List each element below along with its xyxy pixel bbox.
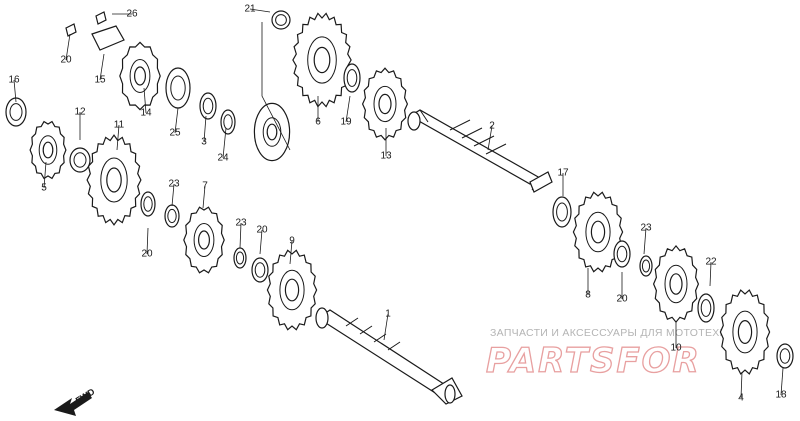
callout-labels: 1234567891011121314151617181920202020212… xyxy=(8,4,787,404)
circlip-23a xyxy=(164,204,180,228)
callout-label-22: 22 xyxy=(705,257,717,268)
bushing-12 xyxy=(69,147,91,173)
circlip-23c xyxy=(639,255,653,277)
mainshaft xyxy=(315,307,463,405)
callout-label-23: 23 xyxy=(235,218,247,229)
leader-line-2 xyxy=(487,125,493,151)
callout-label-20: 20 xyxy=(141,249,153,260)
gear-layer xyxy=(5,10,794,375)
gear-7 xyxy=(183,206,225,274)
leader-lines xyxy=(13,8,784,399)
leader-line-14 xyxy=(143,87,147,114)
callout-label-23: 23 xyxy=(640,223,652,234)
leader-line-15 xyxy=(99,53,105,81)
callout-label-17: 17 xyxy=(557,168,569,179)
leader-line-1 xyxy=(383,313,389,341)
callout-label-16: 16 xyxy=(8,75,20,86)
callout-label-14: 14 xyxy=(140,108,152,119)
callout-label-11: 11 xyxy=(114,120,125,131)
sprocket-14 xyxy=(119,41,161,111)
gear-10 xyxy=(652,244,700,324)
fwd-arrow-icon xyxy=(54,392,92,416)
callout-label-5: 5 xyxy=(41,183,47,194)
leader-line-19 xyxy=(345,95,351,123)
leader-line-21 xyxy=(249,8,271,13)
leader-line-23 xyxy=(239,222,242,249)
callout-label-7: 7 xyxy=(202,181,208,192)
callout-label-1: 1 xyxy=(385,309,391,320)
callout-label-20: 20 xyxy=(616,294,628,305)
gear-4 xyxy=(719,289,771,375)
fwd-label: FWD xyxy=(74,386,97,406)
watermark-caption: ЗАПЧАСТИ И АКСЕССУАРЫ ДЛЯ МОТОТЕХНИКИ xyxy=(490,327,750,339)
bearing-3 xyxy=(199,92,217,120)
washer-20b xyxy=(251,257,269,283)
callout-label-6: 6 xyxy=(315,117,321,128)
callout-label-10: 10 xyxy=(670,343,682,354)
fwd-indicator: FWD xyxy=(54,386,97,416)
leader-line-11 xyxy=(116,124,120,151)
gear-6 xyxy=(292,12,352,108)
callout-label-25: 25 xyxy=(169,128,181,139)
callout-label-3: 3 xyxy=(201,137,207,148)
gear-11 xyxy=(86,134,142,226)
leader-line-3 xyxy=(203,115,207,143)
washer-22 xyxy=(697,293,715,323)
leader-line-20 xyxy=(146,227,149,255)
washer-16 xyxy=(5,97,27,127)
leader-line-23 xyxy=(643,227,647,255)
leader-line-7 xyxy=(202,185,206,209)
leader-line-20 xyxy=(259,229,263,255)
leader-line-25 xyxy=(174,107,179,134)
circlip-24 xyxy=(220,109,236,135)
callout-label-2: 2 xyxy=(489,121,495,132)
callout-label-15: 15 xyxy=(94,75,106,86)
leader-line-16 xyxy=(13,79,17,103)
washer-20a xyxy=(140,191,156,217)
leader-line-5 xyxy=(43,161,47,189)
gear-9 xyxy=(266,249,318,331)
gear-5 xyxy=(29,120,67,180)
callout-label-18: 18 xyxy=(775,390,787,401)
callout-label-21: 21 xyxy=(244,4,256,15)
gear-8 xyxy=(572,191,624,273)
bolt-26 xyxy=(95,11,107,25)
leader-line-9 xyxy=(289,240,293,265)
callout-label-23: 23 xyxy=(168,179,180,190)
bolt-20 xyxy=(65,23,77,37)
bearing-25 xyxy=(165,67,191,109)
callout-label-24: 24 xyxy=(217,153,229,164)
leader-line-18 xyxy=(780,367,784,396)
callout-label-26: 26 xyxy=(126,9,138,20)
circlip-23b xyxy=(233,247,247,269)
leader-line-4 xyxy=(740,371,743,399)
washer-19 xyxy=(343,63,361,93)
leader-line-23 xyxy=(171,183,175,207)
callout-label-20: 20 xyxy=(60,55,72,66)
washer-17 xyxy=(552,196,572,228)
watermark: ЗАПЧАСТИ И АКСЕССУАРЫ ДЛЯ МОТОТЕХНИКИ PA… xyxy=(485,327,750,382)
callout-label-12: 12 xyxy=(74,107,86,118)
watermark-logo: PARTSFOR xyxy=(486,341,701,381)
leader-line-24 xyxy=(222,127,227,159)
gear-13 xyxy=(361,67,409,141)
bearing-disc xyxy=(253,102,291,162)
leader-line-20 xyxy=(65,33,71,61)
leader-line-22 xyxy=(709,261,712,287)
washer-18 xyxy=(776,343,794,369)
washer-20c xyxy=(613,240,631,268)
callout-label-4: 4 xyxy=(738,393,744,404)
callout-label-9: 9 xyxy=(289,236,295,247)
callout-label-8: 8 xyxy=(585,290,591,301)
callout-label-13: 13 xyxy=(380,151,392,162)
countershaft xyxy=(407,109,553,193)
callout-label-19: 19 xyxy=(340,117,352,128)
plate-15 xyxy=(91,25,125,51)
bracket-line-21 xyxy=(261,22,291,151)
callout-label-20: 20 xyxy=(256,225,268,236)
washer-21 xyxy=(271,10,291,30)
